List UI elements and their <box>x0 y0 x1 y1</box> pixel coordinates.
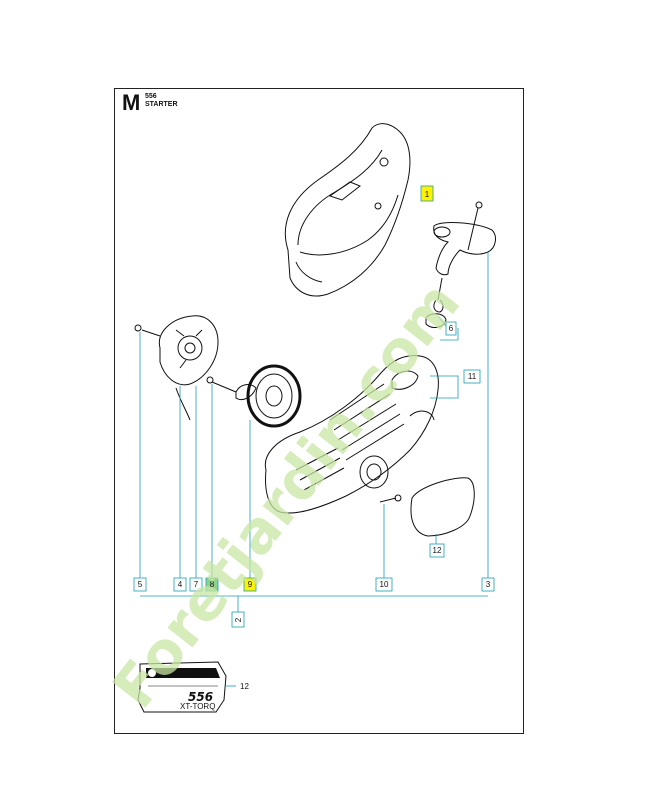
decal-fine-print: XT-TORQ <box>180 702 215 711</box>
starter-handle <box>425 201 496 328</box>
callout-12-grille: 12 <box>429 543 445 558</box>
husqvarna-decal: Husqvarna 556 XT-TORQ <box>137 661 227 713</box>
callout-12-grille-label: 12 <box>433 546 442 555</box>
cover-plate <box>284 123 411 297</box>
callout-2-label: 2 <box>234 617 243 622</box>
callout-9-label: 9 <box>248 580 253 589</box>
diagram-frame <box>114 88 524 734</box>
callout-6-label: 6 <box>449 324 454 333</box>
section-title: STARTER <box>145 101 178 108</box>
decal-brand: Husqvarna <box>158 669 207 678</box>
callout-8: 8 <box>205 577 219 592</box>
starter-housing <box>264 355 439 514</box>
decal-model: 556 <box>188 690 213 704</box>
callout-9: 9 <box>243 577 257 592</box>
callout-2: 2 <box>231 611 245 628</box>
callout-5: 5 <box>133 577 147 592</box>
callout-11-label: 11 <box>468 372 477 381</box>
leader-lines <box>139 252 489 687</box>
callout-8-label: 8 <box>210 580 215 589</box>
callout-4-label: 4 <box>178 580 183 589</box>
callout-3-label: 3 <box>486 580 491 589</box>
callout-11: 11 <box>463 369 481 384</box>
callout-5-label: 5 <box>138 580 143 589</box>
callout-1-label: 1 <box>425 190 430 199</box>
section-letter: M <box>122 90 141 115</box>
model-number: 556 <box>145 93 157 100</box>
callout-10-label: 10 <box>380 580 389 589</box>
callout-3: 3 <box>481 577 495 592</box>
watermark-text: Foretjardin.com <box>99 269 473 720</box>
callout-12-decal-label: 12 <box>240 682 249 691</box>
starter-pulley <box>206 364 302 428</box>
callout-1: 1 <box>420 185 434 202</box>
callout-6: 6 <box>445 321 457 336</box>
callout-7: 7 <box>189 577 203 592</box>
spring-cassette <box>134 315 219 421</box>
intake-grille <box>410 477 475 537</box>
callout-4: 4 <box>173 577 187 592</box>
callout-10: 10 <box>375 577 393 592</box>
callout-7-label: 7 <box>194 580 199 589</box>
section-header: 556 STARTER <box>145 93 178 109</box>
